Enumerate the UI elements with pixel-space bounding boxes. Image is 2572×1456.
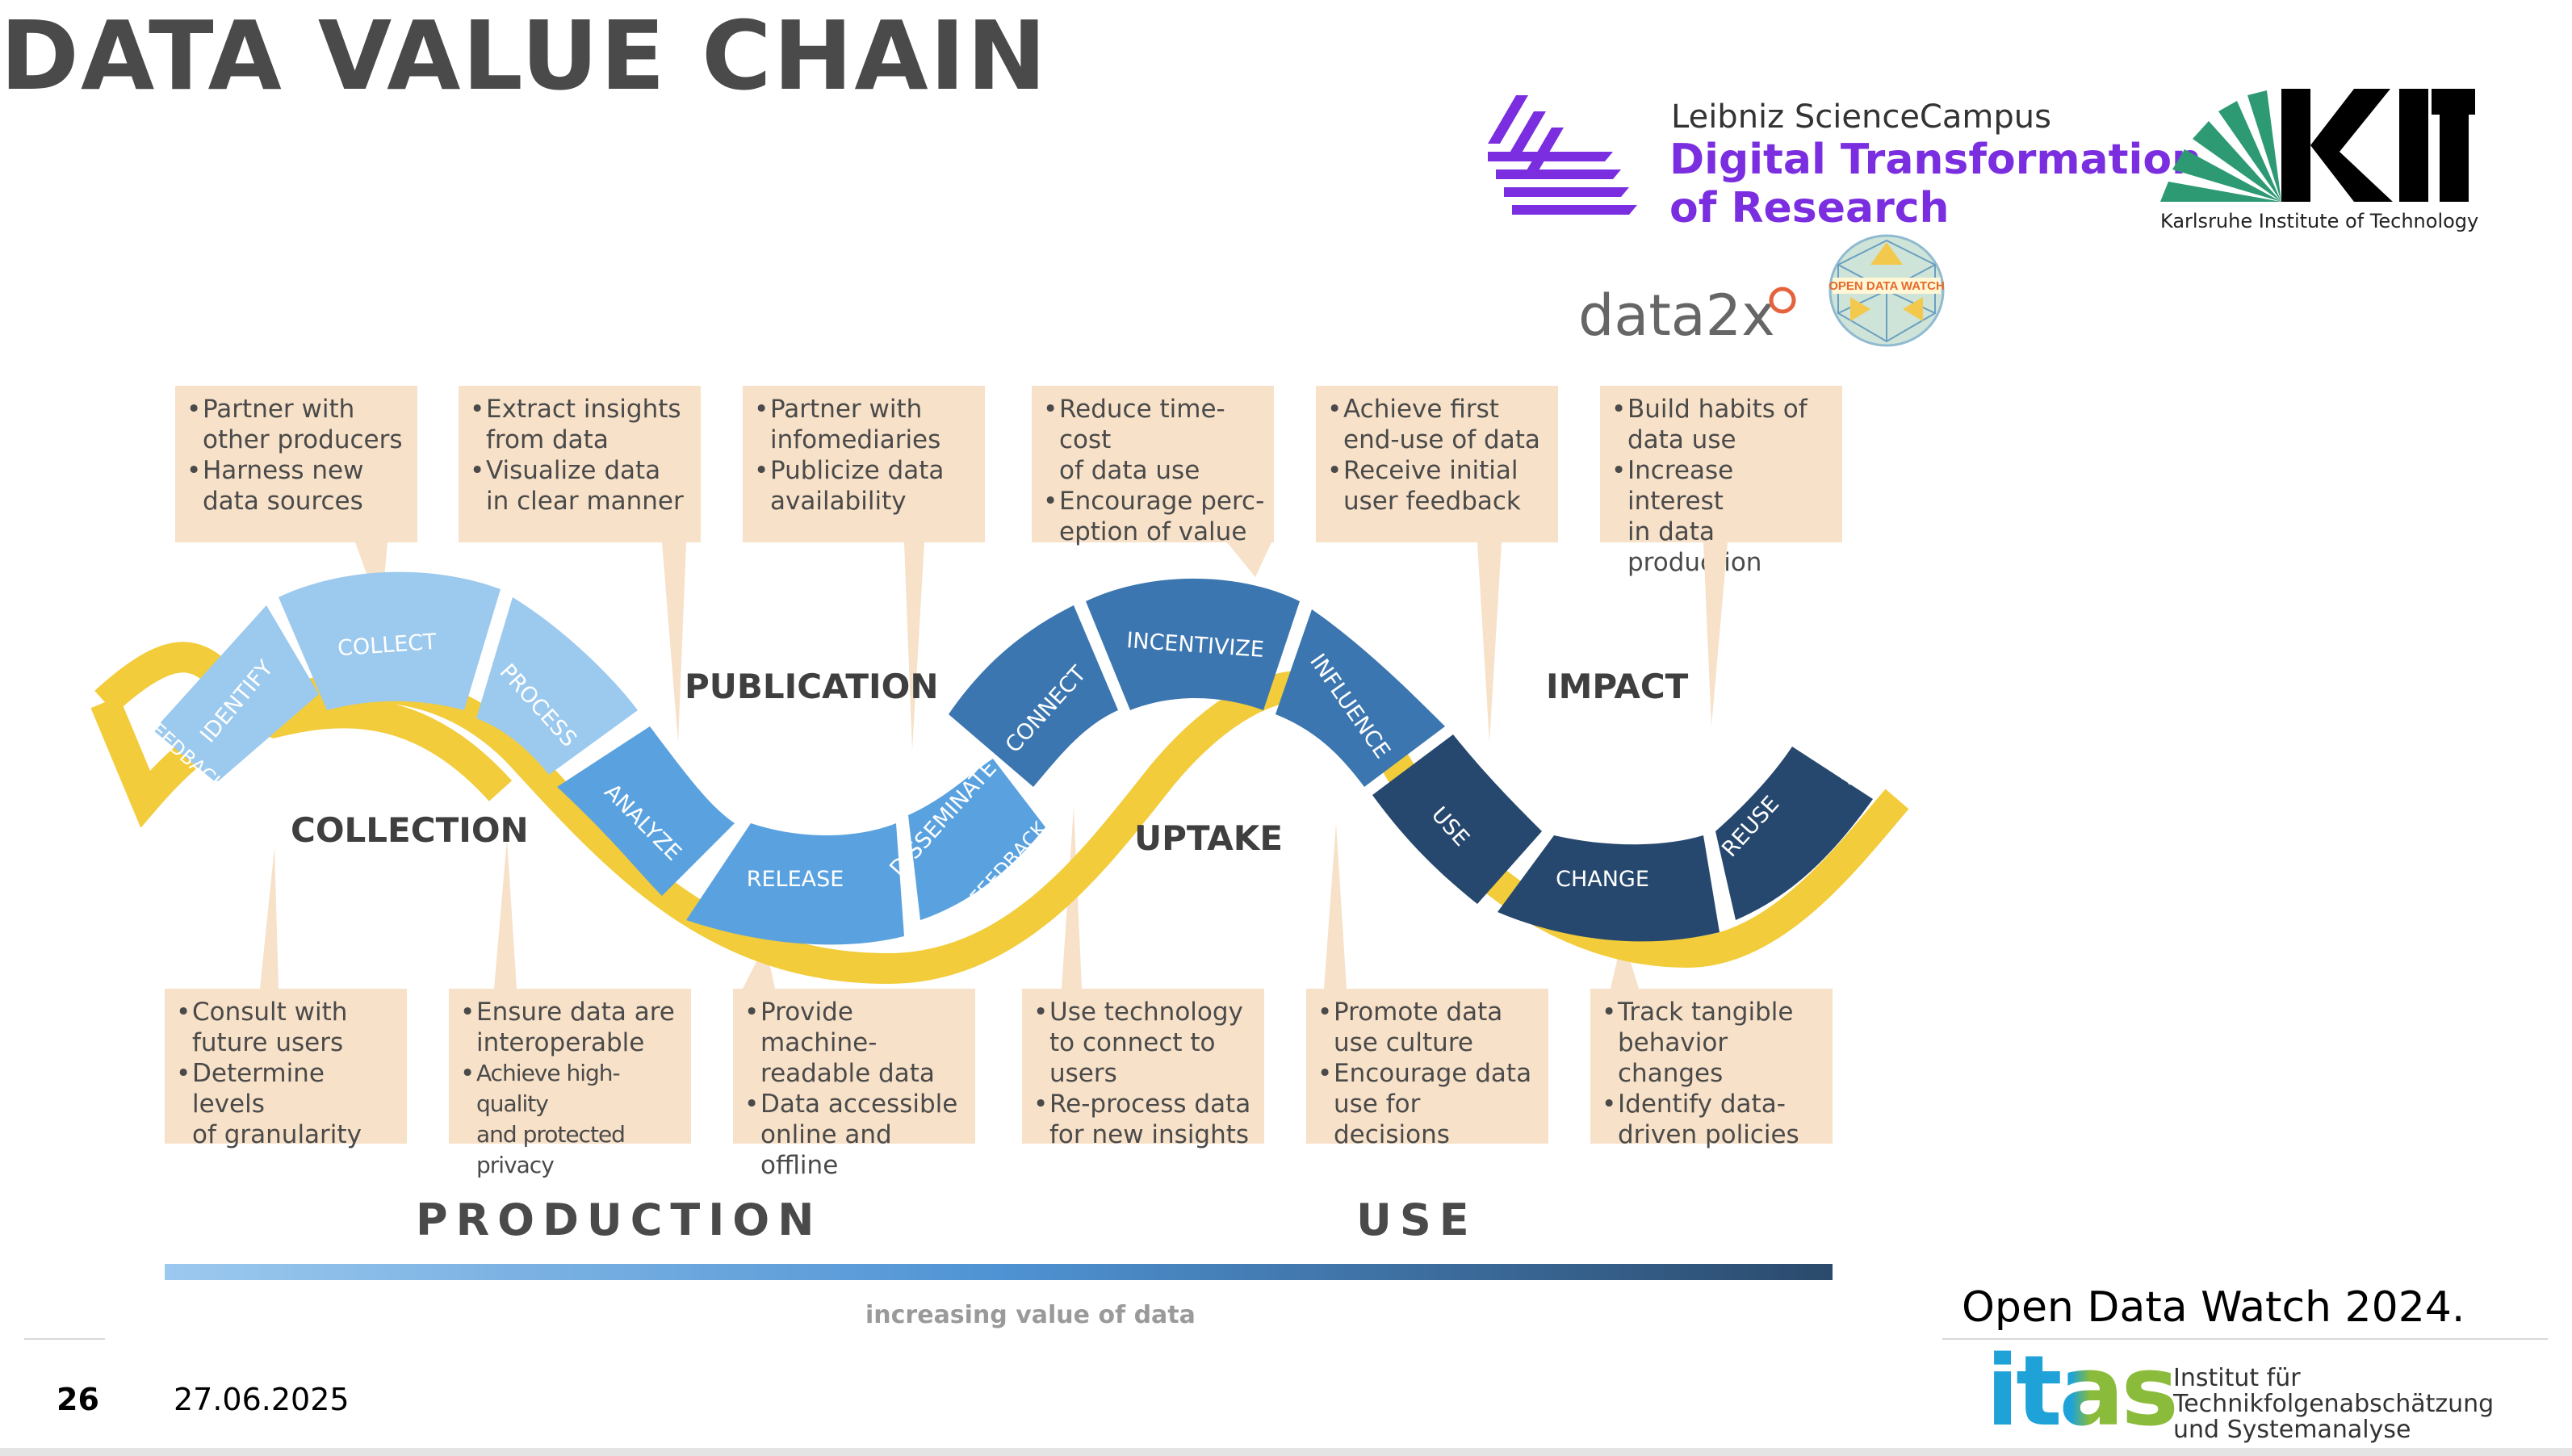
bullet-text: Use technology to connect to users <box>1049 998 1243 1088</box>
segment-reuse <box>1715 747 1873 920</box>
bullet-text: Increase interest in data production <box>1627 456 1762 577</box>
bullet-text: Ensure data are interoperable <box>476 998 675 1057</box>
itas-logo: itas <box>1986 1336 2179 1448</box>
data2x-logo: data2x <box>1578 282 1775 349</box>
data2x-circle-icon <box>1769 287 1796 314</box>
segment-use <box>1372 734 1542 904</box>
bullet-text: Track tangible behavior changes <box>1618 998 1794 1088</box>
phase-uptake: UPTAKE <box>1134 818 1284 858</box>
category-use: USE <box>1356 1195 1477 1245</box>
phase-collection: COLLECTION <box>291 810 529 850</box>
bullet-text: Build habits of data use <box>1627 395 1808 454</box>
bullet-text: Achieve first end-use of data <box>1343 395 1540 454</box>
segment-analyze <box>557 726 735 896</box>
bullet-text: Achieve high-quality and protected priva… <box>476 1060 626 1178</box>
bullet-text: Determine levels of granularity <box>192 1059 362 1149</box>
segment-influence <box>1276 609 1445 787</box>
bullet-text: Reduce time-cost of data use <box>1059 395 1225 485</box>
value-gradient-bar <box>165 1264 1833 1280</box>
segment-connect <box>949 605 1118 787</box>
odw-badge-text: OPEN DATA WATCH <box>1828 279 1945 293</box>
bottom-box-4: •Use technology to connect to users •Re-… <box>1022 989 1264 1149</box>
segment-process <box>476 597 638 775</box>
divider-right <box>1942 1338 2548 1340</box>
page-title: DATA VALUE CHAIN <box>0 0 1049 111</box>
bullet-text: Identify data- driven policies <box>1618 1090 1799 1149</box>
bullet-text: Harness new data sources <box>203 456 364 516</box>
segment-collect <box>279 571 501 710</box>
segment-label-release: RELEASE <box>747 867 844 892</box>
segment-disseminate <box>908 759 1045 920</box>
top-box-identify-collect: •Partner with other producers •Harness n… <box>175 386 417 542</box>
data2x-logo-text: data2x <box>1578 282 1775 349</box>
top-box-change-reuse: •Build habits of data use •Increase inte… <box>1600 386 1842 577</box>
leibniz-logo-icon <box>1488 95 1637 215</box>
gradient-caption: increasing value of data <box>865 1301 1196 1329</box>
bottom-edge <box>0 1448 2572 1456</box>
phase-impact: IMPACT <box>1546 667 1689 706</box>
bullet-text: Encourage perc- eption of value <box>1059 487 1265 546</box>
segment-label-change: CHANGE <box>1556 867 1649 892</box>
bullet-text: Re-process data for new insights <box>1049 1090 1251 1149</box>
top-box-process-analyze: •Extract insights from data •Visualize d… <box>459 386 701 542</box>
kit-logo-icon <box>2160 89 2475 202</box>
top-box-release-disseminate: •Partner with infomediaries •Publicize d… <box>743 386 985 542</box>
top-box-influence-use: •Achieve first end-use of data •Receive … <box>1316 386 1558 542</box>
bullet-text: Data accessible online and offline <box>760 1090 958 1180</box>
itas-logo-text: itas <box>1986 1336 2179 1448</box>
bullet-text: Visualize data in clear manner <box>486 456 684 516</box>
slide-date: 27.06.2025 <box>174 1382 350 1417</box>
bottom-box-6: •Track tangible behavior changes •Identi… <box>1590 989 1833 1149</box>
category-production: PRODUCTION <box>416 1195 823 1245</box>
segment-release <box>686 823 904 945</box>
segment-identify <box>153 605 319 783</box>
open-data-watch-logo-icon: OPEN DATA WATCH <box>1828 234 1945 347</box>
bullet-text: Receive initial user feedback <box>1343 456 1521 516</box>
segment-change <box>1498 835 1720 942</box>
itas-institute-name: Institut für Technikfolgenabschätzung un… <box>2173 1364 2495 1444</box>
bullet-text: Provide machine- readable data <box>760 998 935 1088</box>
segment-incentivize <box>1086 578 1300 710</box>
bullet-text: Encourage data use for decisions <box>1334 1059 1532 1149</box>
bottom-box-1: •Consult with future users •Determine le… <box>165 989 407 1149</box>
leibniz-campus-name: Leibniz ScienceCampus <box>1671 98 2051 136</box>
slide-number: 26 <box>57 1382 99 1417</box>
leibniz-campus-program: Digital Transformation of Research <box>1669 136 2202 232</box>
bullet-text: Consult with future users <box>192 998 348 1057</box>
kit-subtitle: Karlsruhe Institute of Technology <box>2160 210 2479 232</box>
bottom-box-5: •Promote data use culture •Encourage dat… <box>1306 989 1548 1149</box>
bullet-text: Promote data use culture <box>1334 998 1503 1057</box>
bullet-text: Partner with other producers <box>203 395 403 454</box>
source-citation: Open Data Watch 2024. <box>1962 1283 2465 1332</box>
bullet-text: Publicize data availability <box>770 456 945 516</box>
top-box-connect-incentivize: •Reduce time-cost of data use •Encourage… <box>1032 386 1274 546</box>
divider-left <box>24 1338 105 1340</box>
bullet-text: Partner with infomediaries <box>770 395 941 454</box>
bottom-box-2: •Ensure data are interoperable •Achieve … <box>449 989 691 1178</box>
bottom-box-3: •Provide machine- readable data •Data ac… <box>733 989 975 1180</box>
bullet-text: Extract insights from data <box>486 395 681 454</box>
phase-publication: PUBLICATION <box>685 667 939 706</box>
